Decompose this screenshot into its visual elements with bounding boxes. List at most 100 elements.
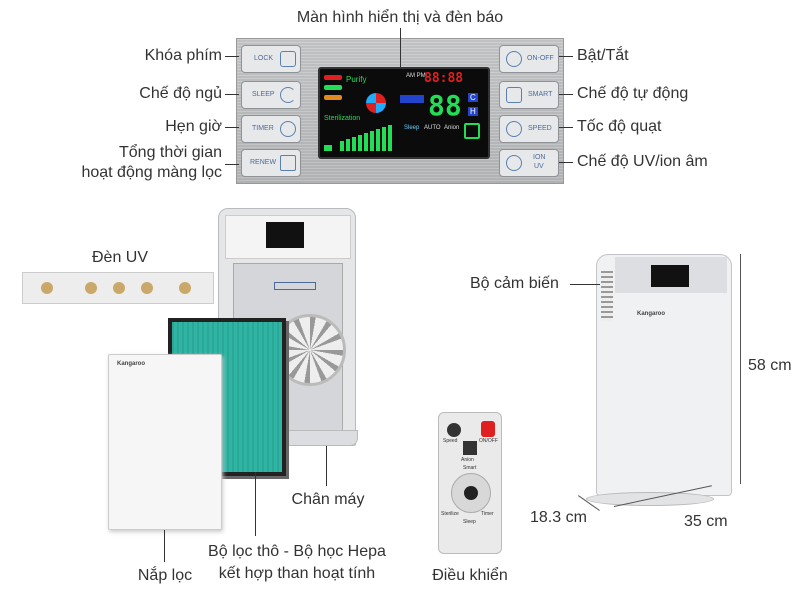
renew-button[interactable]: RENEW xyxy=(241,149,301,177)
on-off-button-label: ON-OFF xyxy=(527,55,554,62)
meter-bar xyxy=(346,139,350,151)
timer-remote-label: Timer xyxy=(481,511,494,517)
leader-line xyxy=(225,127,239,128)
ampm-label: AM PM xyxy=(406,73,426,79)
width-label: 35 cm xyxy=(684,513,728,530)
remote-dpad[interactable] xyxy=(451,473,491,513)
purify-label: Purify xyxy=(346,75,367,84)
unit-c: C xyxy=(468,93,478,102)
smart-button-label: SMART xyxy=(528,91,553,98)
sterilize-remote-label: Sterilize xyxy=(441,511,459,517)
power-icon xyxy=(506,51,522,67)
smart-remote-label: Smart xyxy=(463,465,477,471)
leader-line xyxy=(255,472,256,536)
height-dimension-line xyxy=(740,254,741,484)
mini-display xyxy=(651,265,689,287)
leader-line xyxy=(559,56,573,57)
time-digits: 88:88 xyxy=(424,71,464,86)
leader-line xyxy=(559,162,573,163)
depth-label: 18.3 cm xyxy=(530,509,587,526)
center-remote-button[interactable] xyxy=(464,486,478,500)
leader-line xyxy=(559,94,573,95)
uv-bulb xyxy=(179,282,191,294)
uv-bulb xyxy=(41,282,53,294)
top-panel xyxy=(615,257,727,293)
renew-label-line1: Tổng thời gian xyxy=(119,144,222,161)
lock-button-label: LOCK xyxy=(254,55,274,62)
uv-bulb xyxy=(85,282,97,294)
clock-icon xyxy=(280,121,296,137)
smart-label: Chế độ tự động xyxy=(577,85,689,102)
leader-line xyxy=(225,94,239,95)
filter-label-line1: Bộ lọc thô - Bộ học Hepa xyxy=(208,543,386,560)
big-digits: 88 xyxy=(428,89,462,122)
leader-line xyxy=(164,530,165,562)
auto-label: AUTO xyxy=(424,125,441,131)
lock-indicator-icon xyxy=(464,123,480,139)
uv-bulb xyxy=(141,282,153,294)
renew-button-label: RENEW xyxy=(250,159,277,166)
uv-lamp-strip xyxy=(22,272,214,304)
remote-label: Điều khiển xyxy=(432,567,508,584)
green-indicator xyxy=(324,85,342,90)
anion-remote-button[interactable] xyxy=(463,441,477,455)
cover-label: Nắp lọc xyxy=(137,567,193,584)
power-remote-button[interactable] xyxy=(481,421,495,437)
timer-button-label: TIMER xyxy=(252,125,274,132)
uv-ion-button[interactable]: ION UV xyxy=(499,149,559,177)
meter-bar xyxy=(352,137,356,151)
mini-display xyxy=(266,222,304,248)
brand-logo: Kangaroo xyxy=(637,311,666,317)
sleep-button-label: SLEEP xyxy=(252,91,275,98)
on-off-remote-label: ON/OFF xyxy=(479,438,498,444)
sleep-label: Chế độ ngủ xyxy=(139,85,222,102)
red-indicator xyxy=(324,75,342,80)
sterilization-label: Sterilization xyxy=(324,115,361,122)
meter-bar xyxy=(376,129,380,151)
meter-bar xyxy=(364,133,368,151)
on-off-button[interactable]: ON-OFF xyxy=(499,45,559,73)
base-label: Chân máy xyxy=(291,491,365,508)
uv-ion-label: Chế độ UV/ion âm xyxy=(577,153,708,170)
unit-h: H xyxy=(468,107,478,116)
sensor-label: Bộ cảm biến xyxy=(470,275,559,292)
meter-bar xyxy=(324,145,332,151)
sleep-button[interactable]: SLEEP xyxy=(241,81,301,109)
purifier-closed-body: Kangaroo xyxy=(596,254,732,496)
filter-icon xyxy=(280,155,296,171)
smart-icon xyxy=(506,87,522,103)
meter-bar xyxy=(340,141,344,151)
uv-lamp-label: Đèn UV xyxy=(91,249,149,266)
ion-icon xyxy=(506,155,522,171)
meter-bar xyxy=(388,125,392,151)
renew-label-line2: hoạt động màng lọc xyxy=(81,164,222,181)
blue-indicator xyxy=(400,95,424,103)
anion-remote-label: Anion xyxy=(461,457,474,463)
display-label: Màn hình hiển thị và đèn báo xyxy=(296,9,504,26)
leader-line xyxy=(570,284,600,285)
sleep-label: Sleep xyxy=(404,125,420,131)
display-screen: Purify AM PM 88:88 88 C H Sterilization … xyxy=(318,67,490,159)
speed-button[interactable]: SPEED xyxy=(499,115,559,143)
leader-line xyxy=(559,127,573,128)
sleep-remote-label: Sleep xyxy=(463,519,476,525)
leader-line xyxy=(225,56,239,57)
lock-button[interactable]: LOCK xyxy=(241,45,301,73)
top-control-area xyxy=(225,215,351,259)
speed-remote-button[interactable] xyxy=(447,423,461,437)
uv-slot xyxy=(274,282,316,290)
meter-bar xyxy=(382,127,386,151)
height-label: 58 cm xyxy=(748,357,792,374)
speed-button-label: SPEED xyxy=(528,125,552,132)
timer-label: Hẹn giờ xyxy=(165,118,222,135)
timer-button[interactable]: TIMER xyxy=(241,115,301,143)
smart-button[interactable]: SMART xyxy=(499,81,559,109)
fan-icon xyxy=(506,121,522,137)
speed-remote-label: Speed xyxy=(443,438,458,444)
lock-label: Khóa phím xyxy=(144,47,222,64)
remote-control: Speed ON/OFF Anion Smart Sterilize Timer… xyxy=(438,412,502,554)
meter-bar xyxy=(370,131,374,151)
uv-button-label: UV xyxy=(534,163,544,170)
lock-icon xyxy=(280,51,296,67)
sensor-grille xyxy=(601,271,613,321)
